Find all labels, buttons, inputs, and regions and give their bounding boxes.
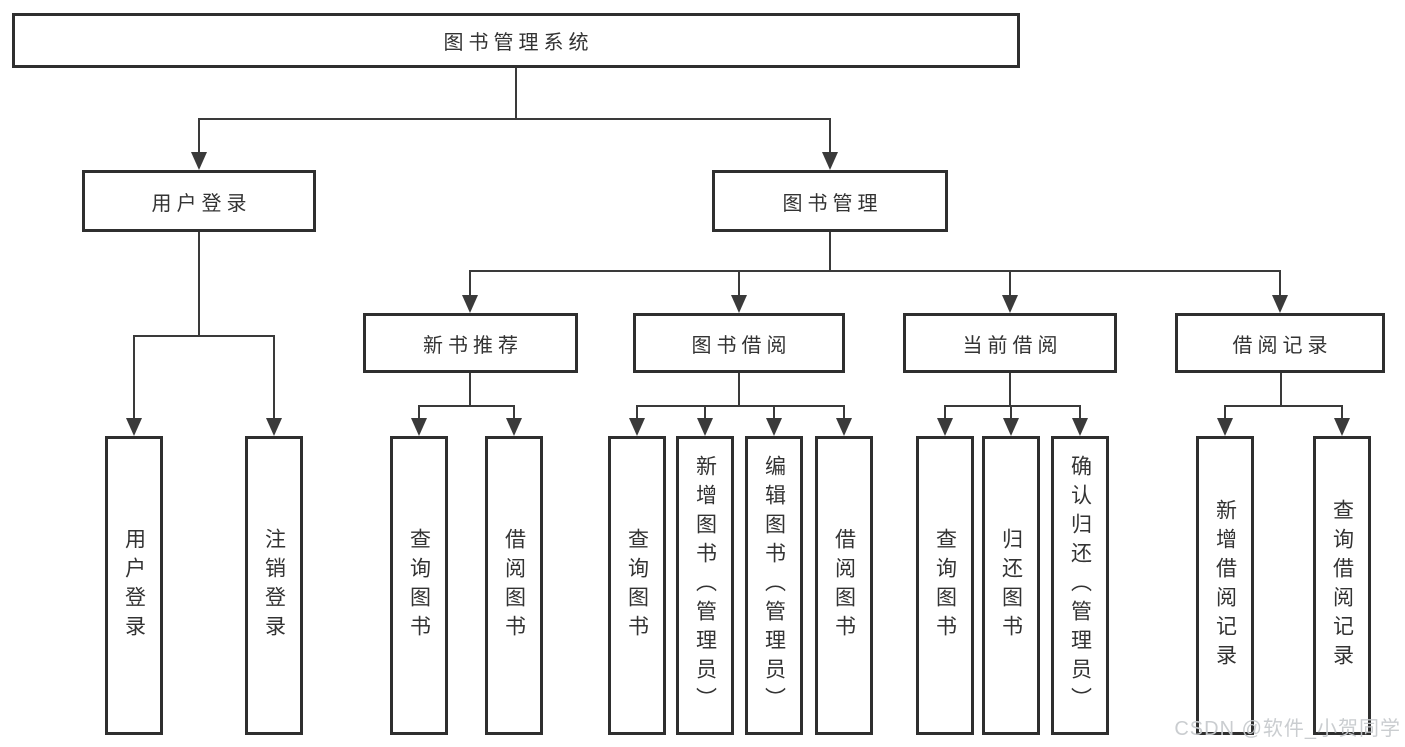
connector-drop-borrow-books-1 — [513, 405, 515, 420]
arrow-down-add-book — [697, 418, 713, 436]
leaf-borrow-books-1-label: 借阅图书 — [502, 527, 526, 644]
leaf-user-login-label: 用户登录 — [122, 527, 146, 644]
leaf-user-login: 用户登录 — [105, 436, 163, 735]
node-library-system-label: 图书管理系统 — [443, 32, 594, 54]
connector-drop-current-borrow — [1009, 270, 1011, 297]
leaf-query-borrow-record: 查询借阅记录 — [1313, 436, 1371, 735]
leaf-borrow-books-1: 借阅图书 — [485, 436, 543, 735]
arrow-down-query-books-2 — [629, 418, 645, 436]
leaf-logout-label: 注销登录 — [262, 527, 286, 644]
leaf-query-books-1-label: 查询图书 — [407, 527, 431, 644]
leaf-query-books-2: 查询图书 — [608, 436, 666, 735]
connector-drop-leaf-logout — [273, 335, 275, 420]
connector-root-bar — [199, 118, 831, 120]
node-current-borrow-label: 当前借阅 — [962, 334, 1063, 357]
arrow-down-leaf-user-login — [126, 418, 142, 436]
arrow-down-book-management — [822, 152, 838, 170]
node-library-system: 图书管理系统 — [12, 13, 1020, 68]
connector-user-login-stem — [198, 232, 200, 336]
arrow-down-user-login — [191, 152, 207, 170]
node-book-management-label: 图书管理 — [782, 192, 883, 215]
leaf-query-books-3-label: 查询图书 — [933, 527, 957, 644]
arrow-down-confirm-return — [1072, 418, 1088, 436]
connector-drop-query-books-3 — [944, 405, 946, 420]
arrow-down-query-books-1 — [411, 418, 427, 436]
node-book-management: 图书管理 — [712, 170, 948, 232]
connector-drop-borrow-records — [1279, 270, 1281, 297]
leaf-confirm-return-admin: 确认归还（管理员） — [1051, 436, 1109, 735]
connector-drop-borrow-books-2 — [843, 405, 845, 420]
arrow-down-add-record — [1217, 418, 1233, 436]
leaf-query-books-1: 查询图书 — [390, 436, 448, 735]
connector-drop-query-books-1 — [418, 405, 420, 420]
connector-book-borrow-stem — [738, 373, 740, 406]
leaf-confirm-return-admin-label: 确认归还（管理员） — [1068, 455, 1092, 716]
leaf-add-book-admin: 新增图书（管理员） — [676, 436, 734, 735]
arrow-down-query-books-3 — [937, 418, 953, 436]
arrow-down-book-borrow — [731, 295, 747, 313]
node-book-borrow-label: 图书借阅 — [691, 334, 792, 357]
arrow-down-borrow-books-2 — [836, 418, 852, 436]
connector-book-borrow-bar — [637, 405, 845, 407]
leaf-query-books-2-label: 查询图书 — [625, 527, 649, 644]
connector-drop-new-book — [469, 270, 471, 297]
leaf-add-borrow-record-label: 新增借阅记录 — [1213, 498, 1237, 673]
leaf-borrow-books-2: 借阅图书 — [815, 436, 873, 735]
node-borrow-records-label: 借阅记录 — [1232, 334, 1333, 357]
connector-drop-confirm-return — [1079, 405, 1081, 420]
node-current-borrow: 当前借阅 — [903, 313, 1117, 373]
connector-drop-edit-book — [773, 405, 775, 420]
connector-drop-return-books — [1010, 405, 1012, 420]
arrow-down-borrow-books-1 — [506, 418, 522, 436]
leaf-add-book-admin-label: 新增图书（管理员） — [693, 455, 717, 716]
node-book-borrow: 图书借阅 — [633, 313, 845, 373]
node-new-book-recommend: 新书推荐 — [363, 313, 578, 373]
csdn-watermark: CSDN @软件_小贺同学 — [1174, 718, 1401, 740]
arrow-down-current-borrow — [1002, 295, 1018, 313]
connector-book-management-stem — [829, 232, 831, 271]
node-borrow-records: 借阅记录 — [1175, 313, 1385, 373]
connector-drop-add-book — [704, 405, 706, 420]
connector-drop-query-books-2 — [636, 405, 638, 420]
arrow-down-return-books — [1003, 418, 1019, 436]
node-user-login-label: 用户登录 — [151, 192, 252, 215]
arrow-down-edit-book — [766, 418, 782, 436]
connector-drop-leaf-user-login — [133, 335, 135, 420]
connector-drop-book-management — [829, 118, 831, 154]
arrow-down-query-record — [1334, 418, 1350, 436]
connector-drop-add-record — [1224, 405, 1226, 420]
leaf-query-books-3: 查询图书 — [916, 436, 974, 735]
connector-new-book-stem — [469, 373, 471, 406]
connector-drop-user-login — [198, 118, 200, 154]
node-new-book-recommend-label: 新书推荐 — [423, 334, 523, 357]
connector-drop-query-record — [1341, 405, 1343, 420]
connector-current-borrow-bar — [945, 405, 1081, 407]
leaf-add-borrow-record: 新增借阅记录 — [1196, 436, 1254, 735]
node-user-login: 用户登录 — [82, 170, 316, 232]
arrow-down-new-book — [462, 295, 478, 313]
connector-book-management-bar — [470, 270, 1281, 272]
connector-borrow-records-stem — [1280, 373, 1282, 406]
arrow-down-borrow-records — [1272, 295, 1288, 313]
leaf-return-books: 归还图书 — [982, 436, 1040, 735]
leaf-borrow-books-2-label: 借阅图书 — [832, 527, 856, 644]
connector-drop-book-borrow — [738, 270, 740, 297]
connector-user-login-bar — [134, 335, 275, 337]
arrow-down-leaf-logout — [266, 418, 282, 436]
connector-borrow-records-bar — [1225, 405, 1343, 407]
leaf-return-books-label: 归还图书 — [999, 527, 1023, 644]
leaf-edit-book-admin: 编辑图书（管理员） — [745, 436, 803, 735]
connector-root-stem — [515, 68, 517, 119]
leaf-logout: 注销登录 — [245, 436, 303, 735]
connector-current-borrow-stem — [1009, 373, 1011, 406]
leaf-edit-book-admin-label: 编辑图书（管理员） — [762, 455, 786, 716]
connector-new-book-bar — [419, 405, 515, 407]
leaf-query-borrow-record-label: 查询借阅记录 — [1330, 498, 1354, 673]
